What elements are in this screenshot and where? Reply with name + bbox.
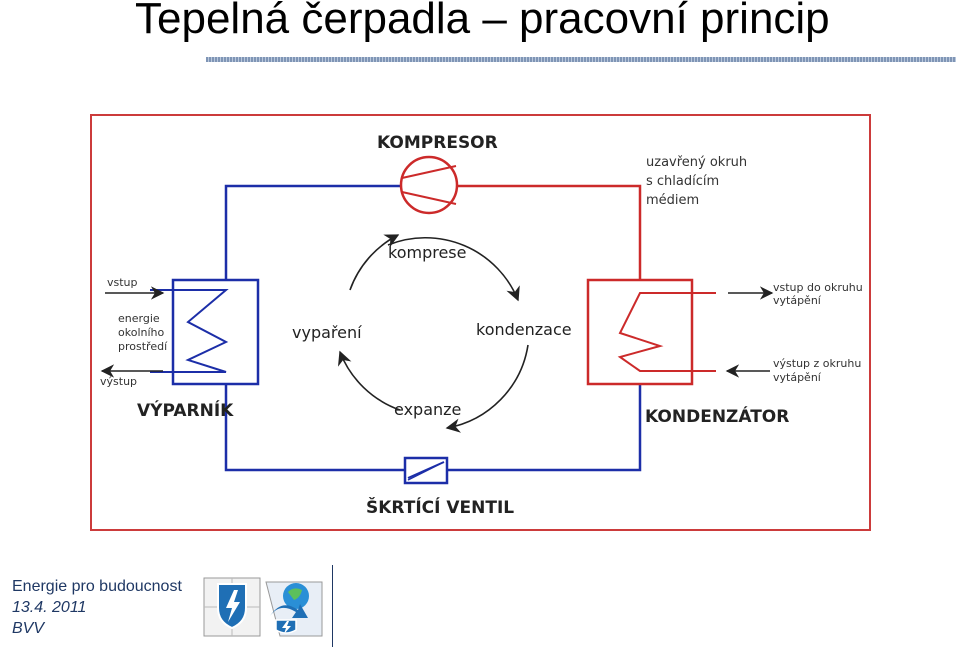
cold-loop <box>224 184 642 472</box>
heating-output-label-1: výstup z okruhu <box>773 357 861 370</box>
evaporator-label: VÝPARNÍK <box>137 399 234 421</box>
footer: Energie pro budoucnost 13.4. 2011 BVV <box>12 576 182 639</box>
footer-logos <box>203 577 323 637</box>
footer-divider <box>332 565 333 647</box>
diagram-frame <box>90 114 871 531</box>
evaporator-source-3: prostředí <box>118 340 168 353</box>
evaporator-source-2: okolního <box>118 326 164 339</box>
cycle-expansion-label: expanze <box>394 400 461 419</box>
cycle-compression-label: komprese <box>388 243 466 262</box>
cycle-arcs <box>338 234 529 433</box>
evaporator-output-label: výstup <box>100 375 137 388</box>
throttle-valve-symbol <box>403 456 449 485</box>
compressor-symbol <box>399 155 459 215</box>
footer-venue: BVV <box>12 620 45 637</box>
loop-note-line2: s chladícím <box>646 174 719 189</box>
footer-event-name: Energie pro budoucnost <box>12 578 182 595</box>
globe-arrow-logo-icon <box>265 581 323 637</box>
title-divider <box>206 57 956 62</box>
loop-note-line3: médiem <box>646 193 699 208</box>
condenser-symbol <box>586 278 716 386</box>
shield-lightning-logo-icon <box>203 577 261 637</box>
slide-title: Tepelná čerpadla – pracovní princip <box>135 0 830 43</box>
throttle-valve-label: ŠKRTÍCÍ VENTIL <box>366 496 514 518</box>
evaporator-source-1: energie <box>118 312 160 325</box>
hot-loop <box>455 184 642 280</box>
evaporator-input-label: vstup <box>107 276 138 289</box>
cycle-evaporation-label: vypaření <box>292 323 362 342</box>
cycle-condensation-label: kondenzace <box>476 320 572 339</box>
heating-input-label-1: vstup do okruhu <box>773 281 863 294</box>
footer-date: 13.4. 2011 <box>12 599 87 616</box>
condenser-label: KONDENZÁTOR <box>645 405 789 427</box>
heating-input-label-2: vytápění <box>773 294 822 307</box>
loop-note-line1: uzavřený okruh <box>646 155 747 170</box>
compressor-label: KOMPRESOR <box>377 133 498 153</box>
heating-output-label-2: vytápění <box>773 371 822 384</box>
evaporator-symbol <box>150 278 260 386</box>
